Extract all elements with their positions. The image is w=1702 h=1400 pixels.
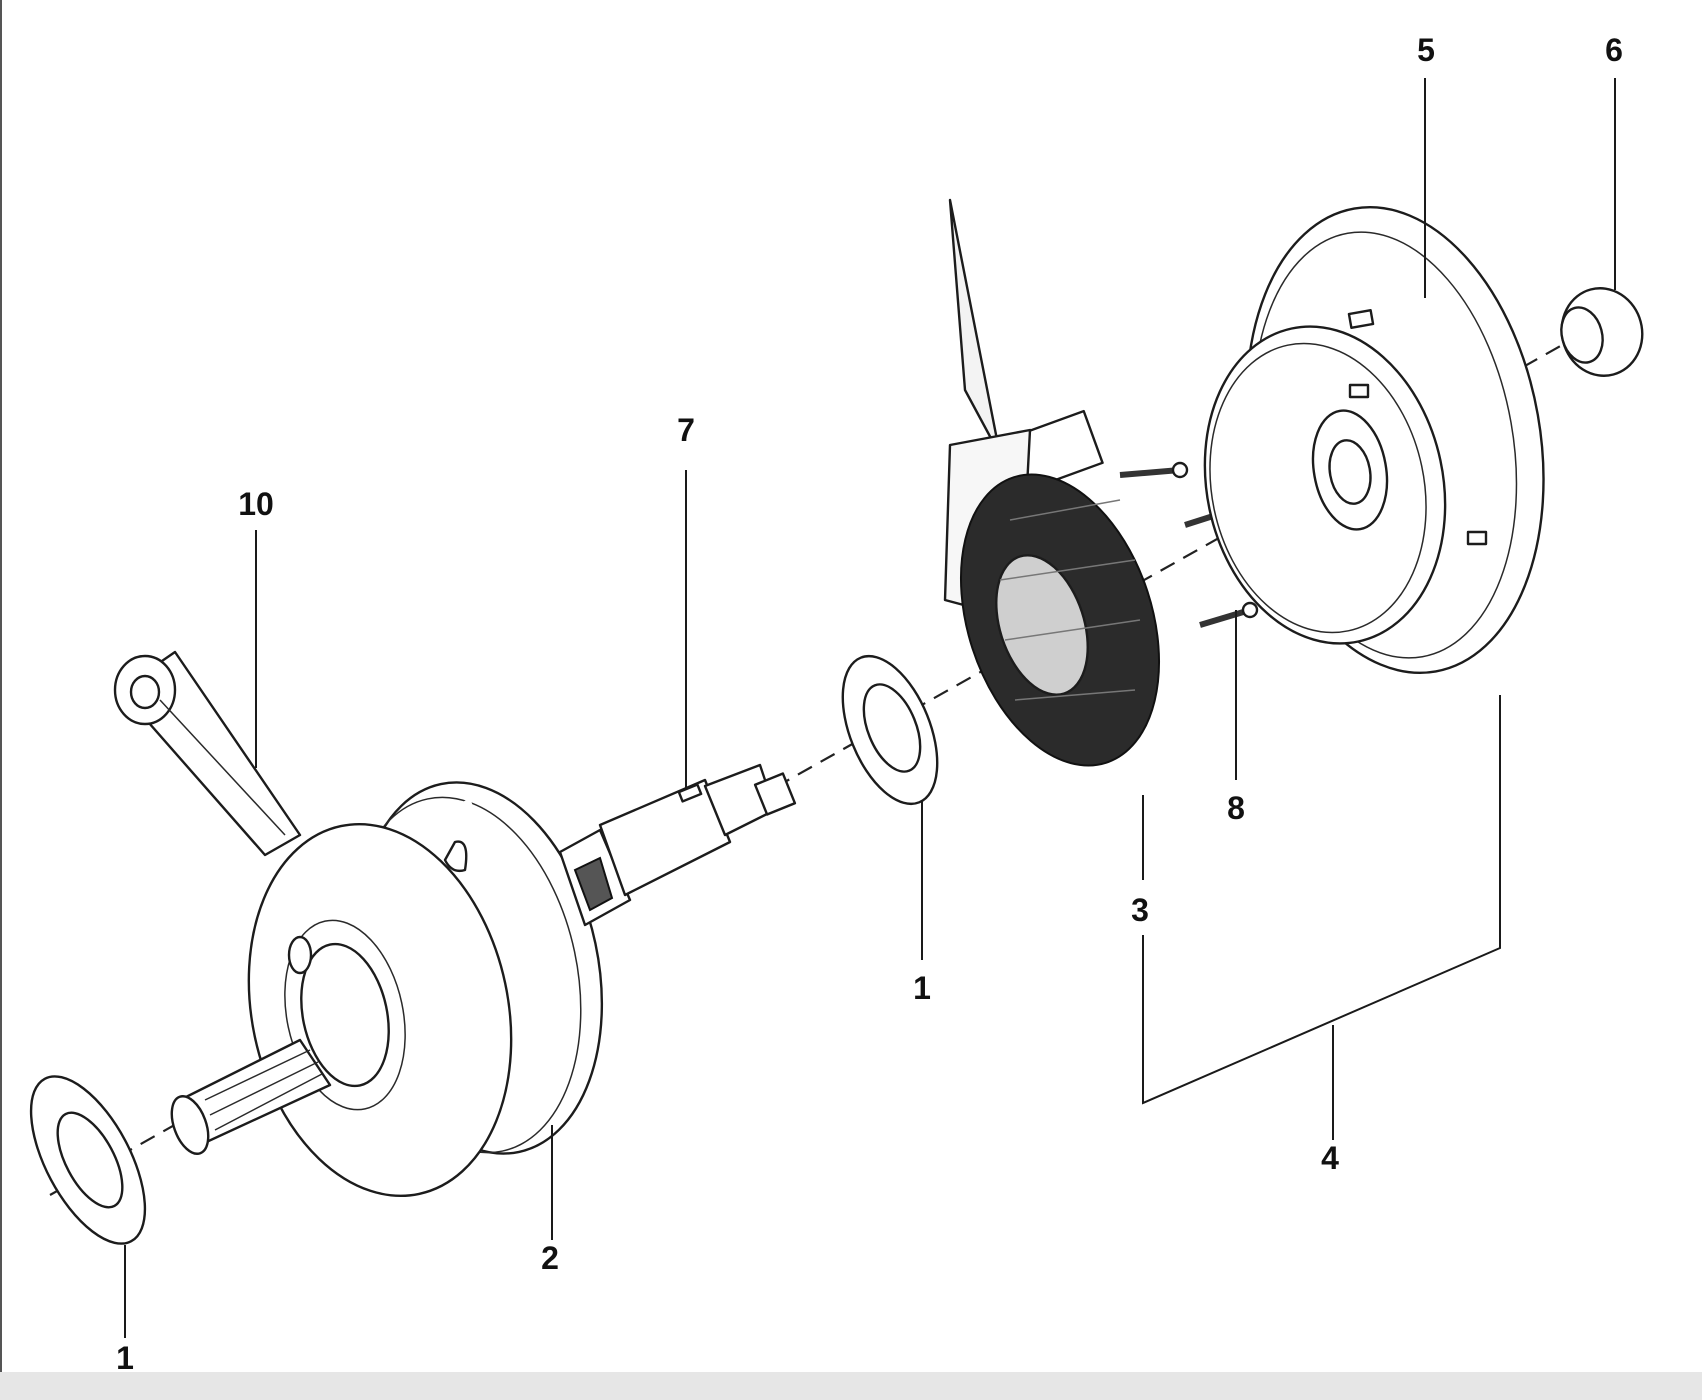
rotor-part [1203,206,1545,674]
callout-8: 8 [1227,790,1245,826]
callout-5: 5 [1417,32,1435,68]
callout-7: 7 [677,412,695,448]
callout-1-center: 1 [913,970,931,1006]
connecting-rod-part [113,650,302,857]
stator-part [943,198,1161,767]
callout-3: 3 [1131,892,1149,928]
leader-4-bracket [1142,695,1501,1105]
callout-10: 10 [238,486,274,522]
page-border [0,0,2,1372]
washer-left-part [29,1075,147,1245]
crank-wheel-part [170,763,797,1198]
callout-4: 4 [1321,1140,1339,1176]
bottom-bar [0,1372,1702,1400]
washer-center-part [841,654,939,806]
callout-2: 2 [541,1240,559,1276]
nut-part [1560,287,1644,377]
callout-1-left: 1 [116,1340,134,1376]
leader-lines [124,78,1616,1338]
callout-6: 6 [1605,32,1623,68]
key-part [677,783,703,803]
